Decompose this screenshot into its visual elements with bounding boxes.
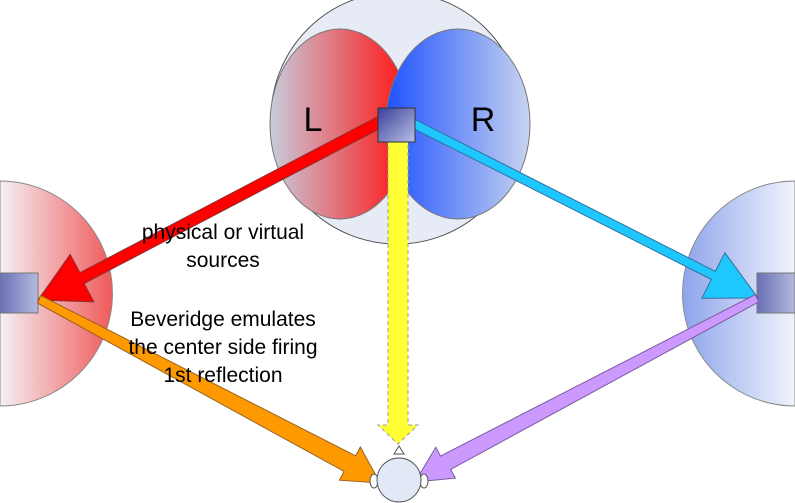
left-speaker-box bbox=[0, 272, 39, 314]
right-speaker-box bbox=[756, 272, 795, 314]
left-channel-label: L bbox=[304, 101, 323, 139]
sources-label-line2: sources bbox=[186, 249, 260, 272]
violet-reflection-arrow bbox=[414, 294, 760, 483]
beveridge-label-line1: Beveridge emulates bbox=[130, 308, 316, 331]
listener-head bbox=[369, 445, 429, 503]
yellow-direct-arrow bbox=[376, 129, 420, 445]
beveridge-label-line3: 1st reflection bbox=[163, 364, 282, 387]
cyan-arrow-to-right bbox=[404, 115, 759, 299]
right-channel-label: R bbox=[471, 101, 496, 139]
listener-nose bbox=[393, 445, 405, 455]
orange-reflection-arrow bbox=[36, 294, 381, 484]
sources-label-line1: physical or virtual bbox=[142, 221, 304, 244]
red-arrow-to-left bbox=[37, 113, 387, 303]
center-speaker-box bbox=[377, 107, 416, 143]
beveridge-label-line2: the center side firing bbox=[128, 336, 317, 359]
